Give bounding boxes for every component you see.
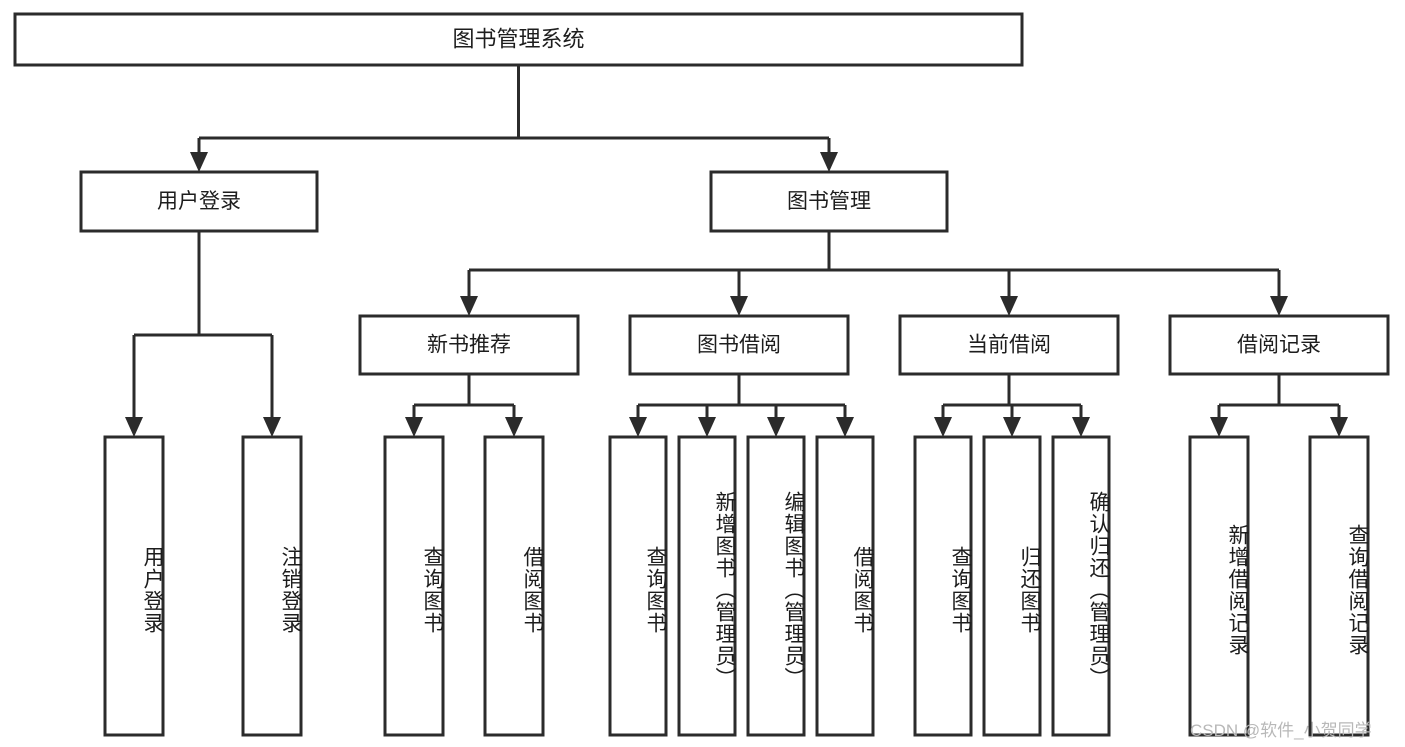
arrow-head-icon-leaf-add-record — [1210, 417, 1228, 437]
arrow-head-icon-leaf-logout — [263, 417, 281, 437]
arrow-head-icon-new-book-rec — [460, 296, 478, 316]
node-box-leaf-borrow-book-1[interactable] — [483, 435, 545, 737]
arrow-head-icon-leaf-query-book-2 — [629, 417, 647, 437]
node-box-leaf-query-record[interactable] — [1308, 435, 1370, 737]
arrow-head-icon-leaf-borrow-book-2 — [836, 417, 854, 437]
node-label-current-borrow: 当前借阅 — [967, 334, 1051, 357]
node-box-leaf-user-login[interactable] — [103, 435, 165, 737]
node-label-book-manage: 图书管理 — [787, 190, 871, 213]
node-box-leaf-logout[interactable] — [241, 435, 303, 737]
arrow-head-icon-leaf-return-book — [1003, 417, 1021, 437]
node-label-book-borrow: 图书借阅 — [697, 334, 781, 357]
csdn-watermark: CSDN @软件_小贺同学 — [1190, 721, 1372, 740]
node-box-leaf-add-record[interactable] — [1188, 435, 1250, 737]
arrow-head-icon-leaf-query-book-3 — [934, 417, 952, 437]
node-label-root: 图书管理系统 — [452, 26, 584, 51]
arrow-head-icon-book-manage — [820, 152, 838, 172]
node-box-leaf-query-book-2[interactable] — [608, 435, 668, 737]
arrow-head-icon-user-login — [190, 152, 208, 172]
node-box-current-borrow[interactable] — [898, 314, 1120, 376]
node-box-leaf-query-book-3[interactable] — [913, 435, 973, 737]
arrow-head-icon-current-borrow — [1000, 296, 1018, 316]
arrow-head-icon-leaf-add-book — [698, 417, 716, 437]
node-box-new-book-rec[interactable] — [358, 314, 580, 376]
arrow-head-icon-leaf-edit-book — [767, 417, 785, 437]
node-box-leaf-add-book[interactable] — [677, 435, 737, 737]
arrow-head-icon-leaf-query-record — [1330, 417, 1348, 437]
node-box-leaf-edit-book[interactable] — [746, 435, 806, 737]
node-label-borrow-record: 借阅记录 — [1237, 334, 1321, 357]
node-box-root[interactable] — [13, 12, 1024, 67]
node-box-leaf-borrow-book-2[interactable] — [815, 435, 875, 737]
node-box-leaf-confirm-return[interactable] — [1051, 435, 1111, 737]
node-label-new-book-rec: 新书推荐 — [427, 334, 511, 357]
connectors-layer — [125, 65, 1348, 437]
node-label-user-login: 用户登录 — [157, 190, 241, 213]
boxes-layer — [13, 12, 1390, 737]
node-box-user-login[interactable] — [79, 170, 319, 233]
node-box-book-manage[interactable] — [709, 170, 949, 233]
node-box-borrow-record[interactable] — [1168, 314, 1390, 376]
arrow-head-icon-leaf-user-login — [125, 417, 143, 437]
arrow-head-icon-leaf-confirm-return — [1072, 417, 1090, 437]
node-box-leaf-return-book[interactable] — [982, 435, 1042, 737]
arrow-head-icon-borrow-record — [1270, 296, 1288, 316]
arrow-head-icon-leaf-query-book-1 — [405, 417, 423, 437]
node-box-leaf-query-book-1[interactable] — [383, 435, 445, 737]
arrow-head-icon-book-borrow — [730, 296, 748, 316]
arrow-head-icon-leaf-borrow-book-1 — [505, 417, 523, 437]
node-box-book-borrow[interactable] — [628, 314, 850, 376]
